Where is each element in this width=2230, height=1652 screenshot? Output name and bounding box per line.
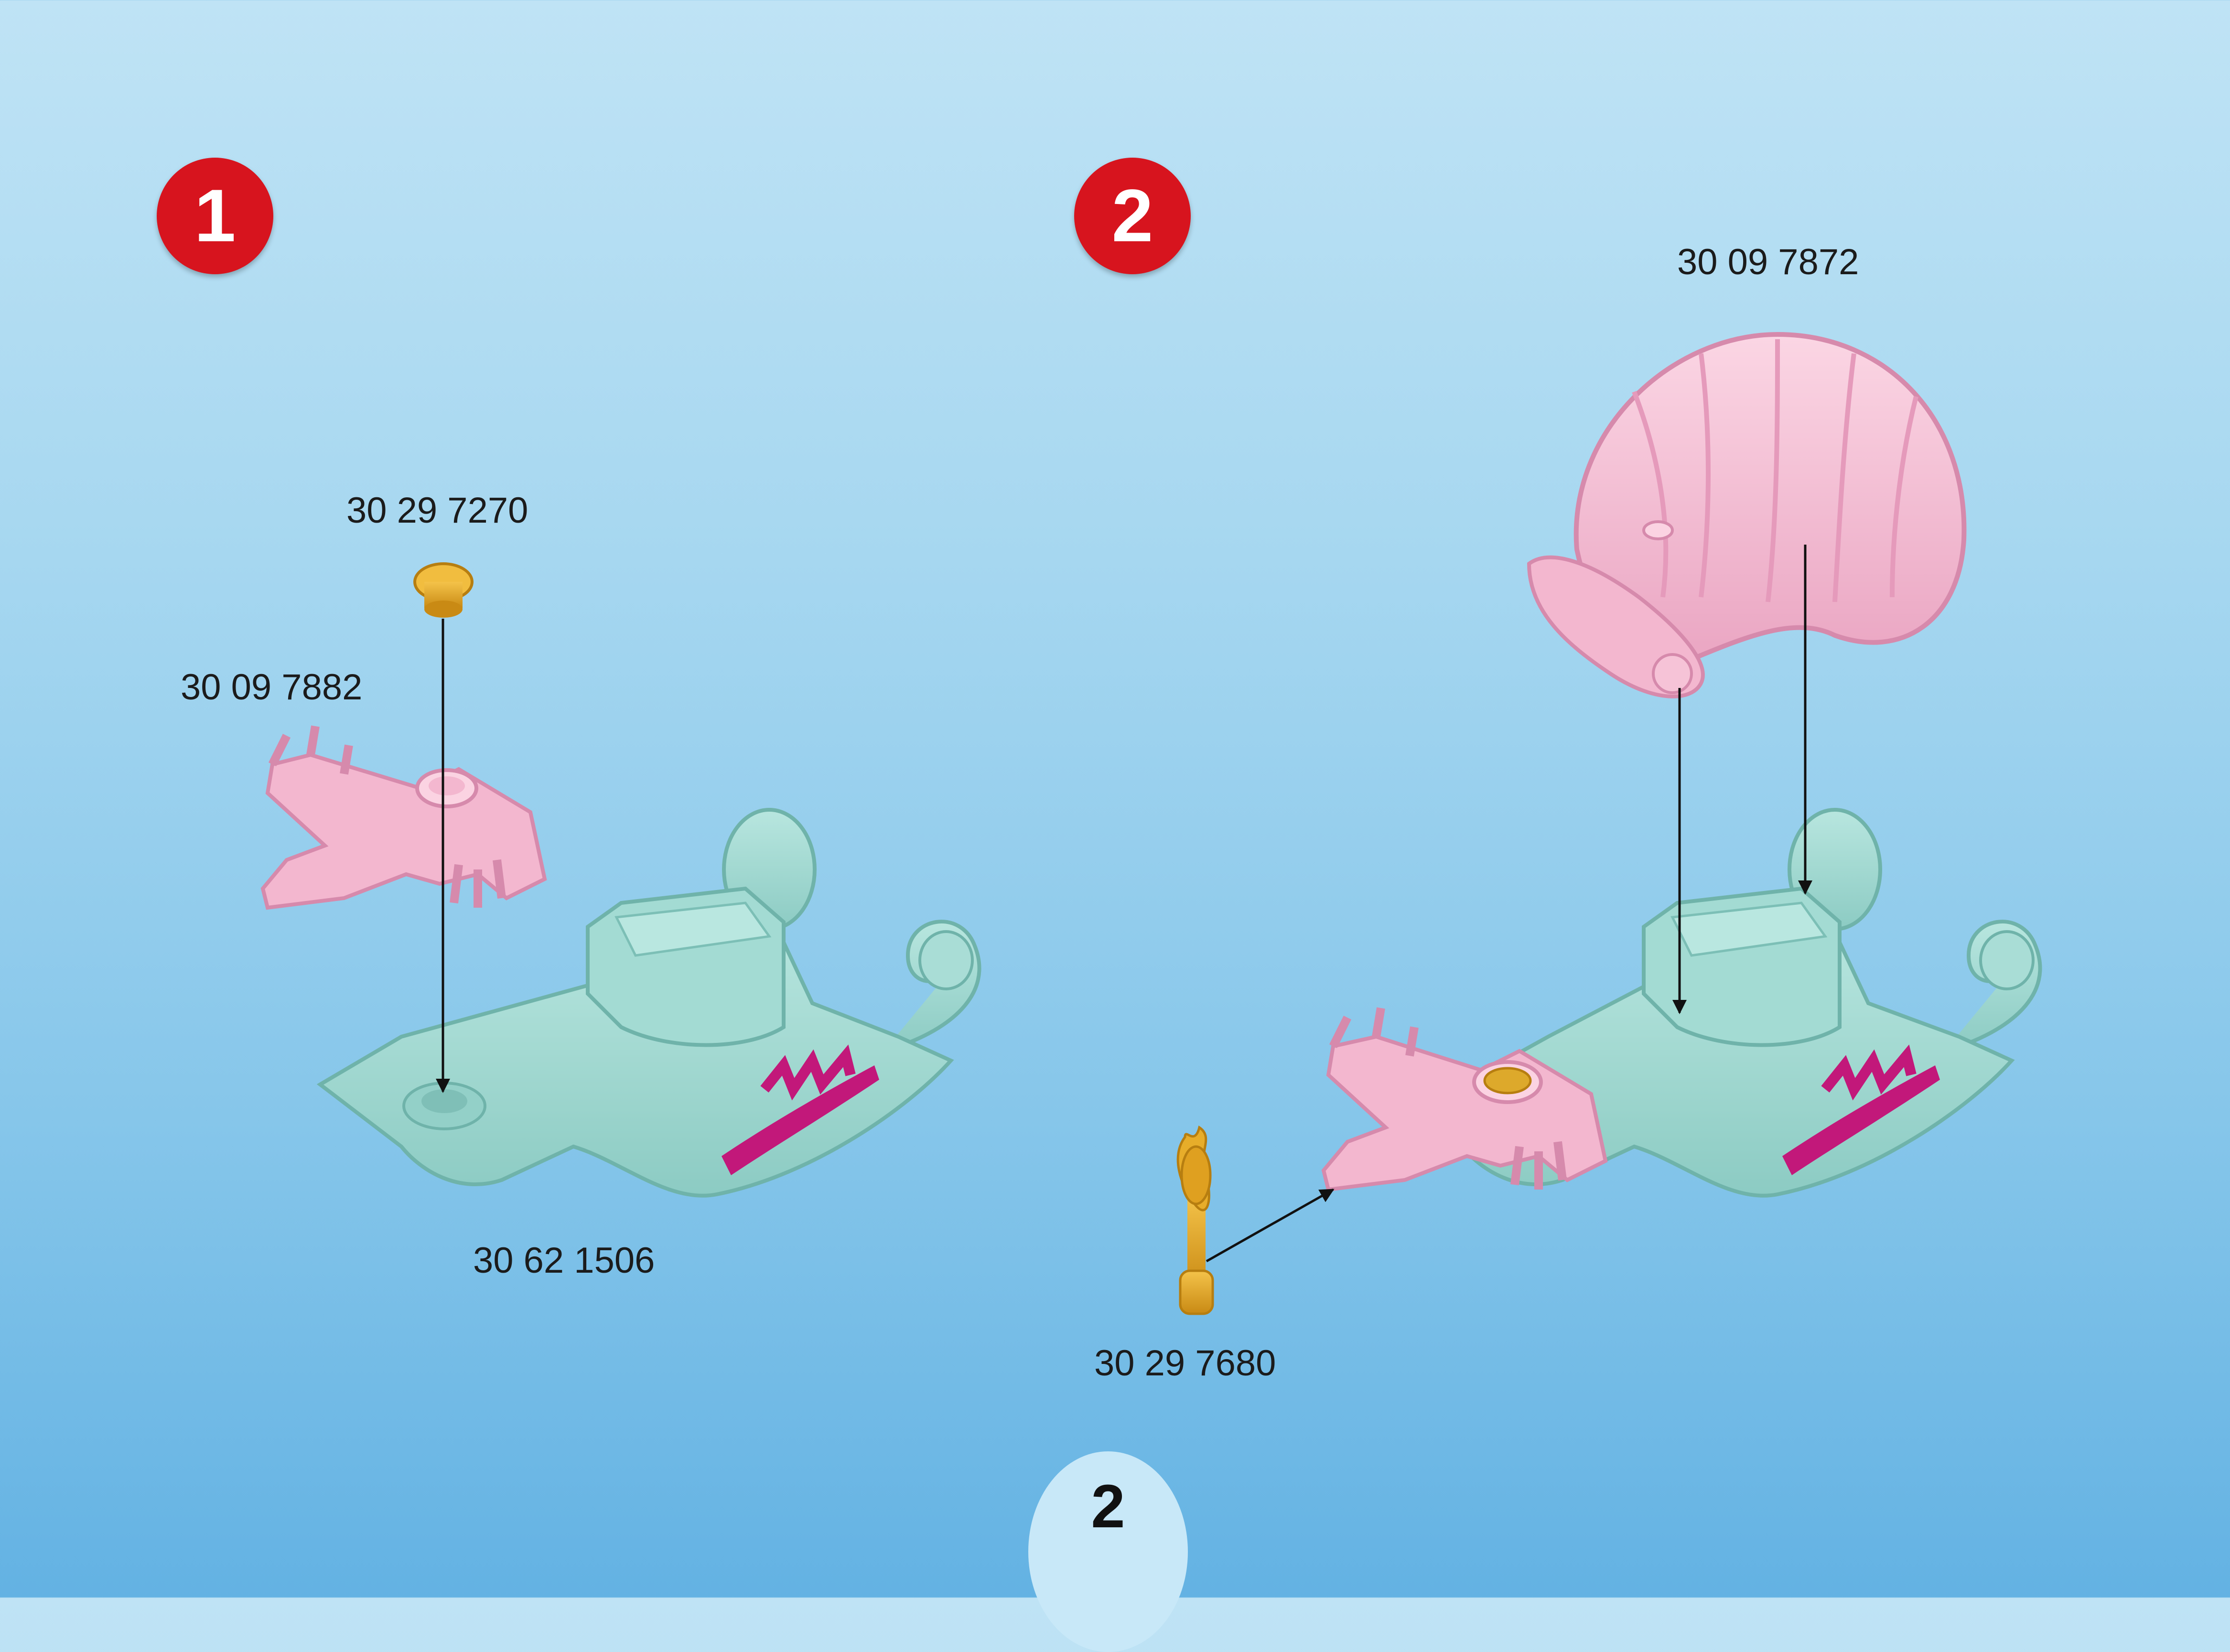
page-number: 2 <box>1028 1471 1188 1542</box>
part-label-base: 30 62 1506 <box>473 1240 655 1281</box>
part-label-cap: 30 29 7270 <box>346 490 528 531</box>
step2-seahorse-pin <box>1178 1127 1213 1314</box>
step1-wing-piece <box>263 726 545 908</box>
part-label-seahorse: 30 29 7680 <box>1094 1342 1276 1384</box>
step2-shell-backrest <box>1529 334 1964 697</box>
step1-gold-cap <box>415 564 472 618</box>
part-label-wing: 30 09 7882 <box>181 666 362 708</box>
part-label-shell: 30 09 7872 <box>1677 241 1859 283</box>
step-2-badge: 2 <box>1074 158 1191 274</box>
step2-arrow-seahorse <box>1207 1190 1333 1261</box>
step-1-badge: 1 <box>157 158 273 274</box>
